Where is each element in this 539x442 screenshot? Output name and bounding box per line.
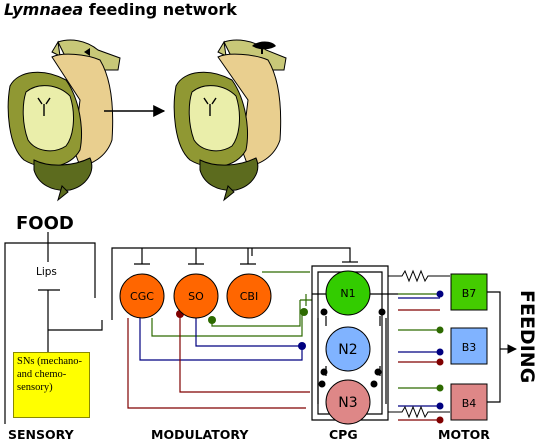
lips-label: Lips <box>36 266 57 278</box>
motor-b3-label: B3 <box>462 341 477 354</box>
connection-lines <box>127 271 440 421</box>
diagram-title: Lymnaea feeding network <box>4 0 237 19</box>
motor-b7 <box>450 273 488 311</box>
neuron-n3 <box>325 379 371 425</box>
food-label: FOOD <box>16 213 74 234</box>
motor-b4 <box>450 383 488 421</box>
snail-illustration-right <box>173 39 287 202</box>
neuron-n1-label: N1 <box>340 287 355 300</box>
motor-output <box>487 291 517 403</box>
motor-neurons: B7 B3 B4 <box>450 273 488 421</box>
neuron-n3-label: N3 <box>338 395 357 411</box>
sensory-neurons-box: SNs (mechano- and chemo-sensory) <box>13 352 90 418</box>
neuron-cbi-label: CBI <box>240 290 258 303</box>
motor-b3 <box>450 327 488 365</box>
feeding-label: FEEDING <box>516 290 538 383</box>
neuron-cgc <box>119 273 165 319</box>
inhibitory-wiring <box>111 247 358 320</box>
sensory-wiring <box>4 232 103 424</box>
section-modulatory: MODULATORY <box>151 427 249 442</box>
section-cpg: CPG <box>329 427 358 442</box>
neuron-n2 <box>325 326 371 372</box>
neuron-so <box>173 273 219 319</box>
section-motor: MOTOR <box>438 427 490 442</box>
title-rest: feeding network <box>83 0 237 19</box>
motor-b7-label: B7 <box>462 287 477 300</box>
snail-illustration-left <box>7 39 121 202</box>
cpg-neurons: N1 N2 N3 <box>325 270 371 425</box>
neuron-n1 <box>325 270 371 316</box>
neuron-cbi <box>226 273 272 319</box>
neuron-cgc-label: CGC <box>130 290 154 303</box>
neuron-so-label: SO <box>188 290 204 303</box>
electrical-coupling <box>388 269 450 419</box>
sensory-neurons-label: SNs (mechano- and chemo-sensory) <box>17 356 83 393</box>
section-sensory: SENSORY <box>8 427 75 442</box>
neuron-n2-label: N2 <box>338 342 357 358</box>
motor-b4-label: B4 <box>462 397 477 410</box>
modulatory-neurons: CGC SO CBI <box>119 273 272 319</box>
title-species: Lymnaea <box>4 0 84 19</box>
